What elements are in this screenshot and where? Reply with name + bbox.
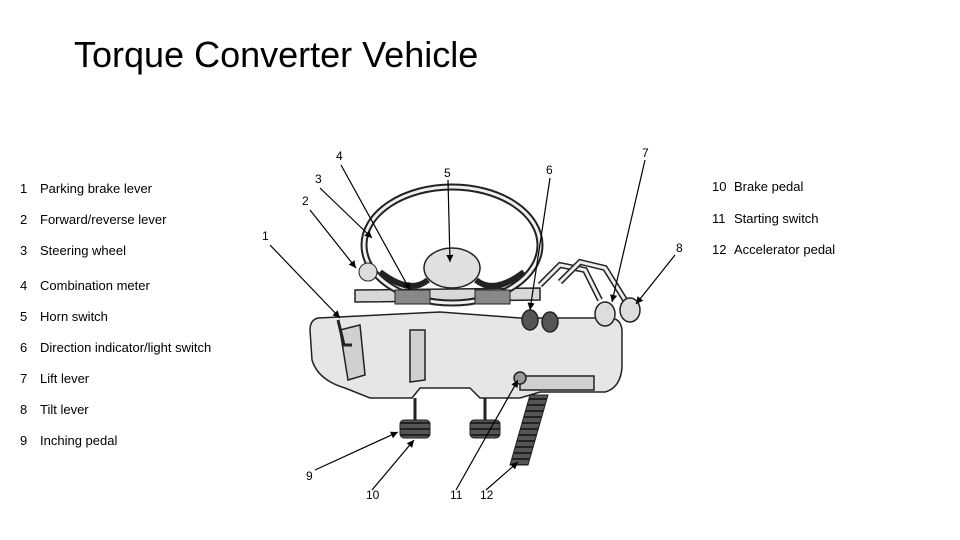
legend-label: Inching pedal bbox=[40, 433, 118, 448]
legend-label: Steering wheel bbox=[40, 243, 126, 258]
legend-number: 1 bbox=[20, 181, 28, 196]
callout-7: 7 bbox=[642, 146, 649, 160]
legend-number: 10 bbox=[712, 179, 727, 194]
legend-label: Horn switch bbox=[40, 309, 108, 324]
legend-label: Accelerator pedal bbox=[734, 242, 836, 257]
legend-item-6: 6 Direction indicator/light switch bbox=[20, 340, 211, 355]
legend-number: 7 bbox=[20, 371, 28, 386]
legend-label: Lift lever bbox=[40, 371, 90, 386]
legend-number: 3 bbox=[20, 243, 28, 258]
pedals bbox=[399, 394, 549, 466]
legend-item-4: 4 Combination meter bbox=[20, 278, 150, 293]
legend-label: Direction indicator/light switch bbox=[40, 340, 212, 355]
legend-number: 5 bbox=[20, 309, 28, 324]
callout-1: 1 bbox=[262, 229, 269, 243]
callout-12: 12 bbox=[480, 488, 494, 502]
legend-label: Tilt lever bbox=[40, 402, 89, 417]
legend-item-10: 10 Brake pedal bbox=[712, 179, 803, 194]
callout-numbers: 1 2 3 4 5 6 7 8 9 10 11 12 bbox=[262, 146, 683, 502]
page-title: Torque Converter Vehicle bbox=[74, 34, 479, 75]
legend-item-9: 9 Inching pedal bbox=[20, 433, 117, 448]
legend-label: Parking brake lever bbox=[40, 181, 152, 196]
callout-5: 5 bbox=[444, 166, 451, 180]
callout-4: 4 bbox=[336, 149, 343, 163]
callout-11: 11 bbox=[450, 488, 463, 502]
callout-2: 2 bbox=[302, 194, 309, 208]
legend-item-8: 8 Tilt lever bbox=[20, 402, 89, 417]
legend-label: Brake pedal bbox=[734, 179, 804, 194]
callout-10: 10 bbox=[366, 488, 380, 502]
legend-label: Starting switch bbox=[734, 211, 819, 226]
dashboard-body bbox=[309, 287, 623, 399]
leader-lines bbox=[269, 159, 676, 491]
legend-item-1: 1 Parking brake lever bbox=[20, 181, 152, 196]
legend-item-2: 2 Forward/reverse lever bbox=[20, 212, 166, 227]
callout-3: 3 bbox=[315, 172, 322, 186]
legend-number: 8 bbox=[20, 402, 28, 417]
legend-label: Forward/reverse lever bbox=[40, 212, 167, 227]
callout-9: 9 bbox=[306, 469, 313, 483]
legend-number: 9 bbox=[20, 433, 28, 448]
legend-number: 11 bbox=[712, 211, 726, 226]
legend-number: 2 bbox=[20, 212, 28, 227]
legend-item-5: 5 Horn switch bbox=[20, 309, 108, 324]
legend-number: 12 bbox=[712, 242, 727, 257]
legend-item-3: 3 Steering wheel bbox=[20, 243, 126, 258]
callout-6: 6 bbox=[546, 163, 553, 177]
legend-item-7: 7 Lift lever bbox=[20, 371, 89, 386]
legend-number: 4 bbox=[20, 278, 28, 293]
callout-8: 8 bbox=[676, 241, 683, 255]
legend-item-11: 11 Starting switch bbox=[712, 211, 819, 226]
legend-item-12: 12 Accelerator pedal bbox=[712, 242, 835, 257]
legend-label: Combination meter bbox=[40, 278, 150, 293]
levers bbox=[336, 258, 641, 385]
legend-number: 6 bbox=[20, 340, 28, 355]
